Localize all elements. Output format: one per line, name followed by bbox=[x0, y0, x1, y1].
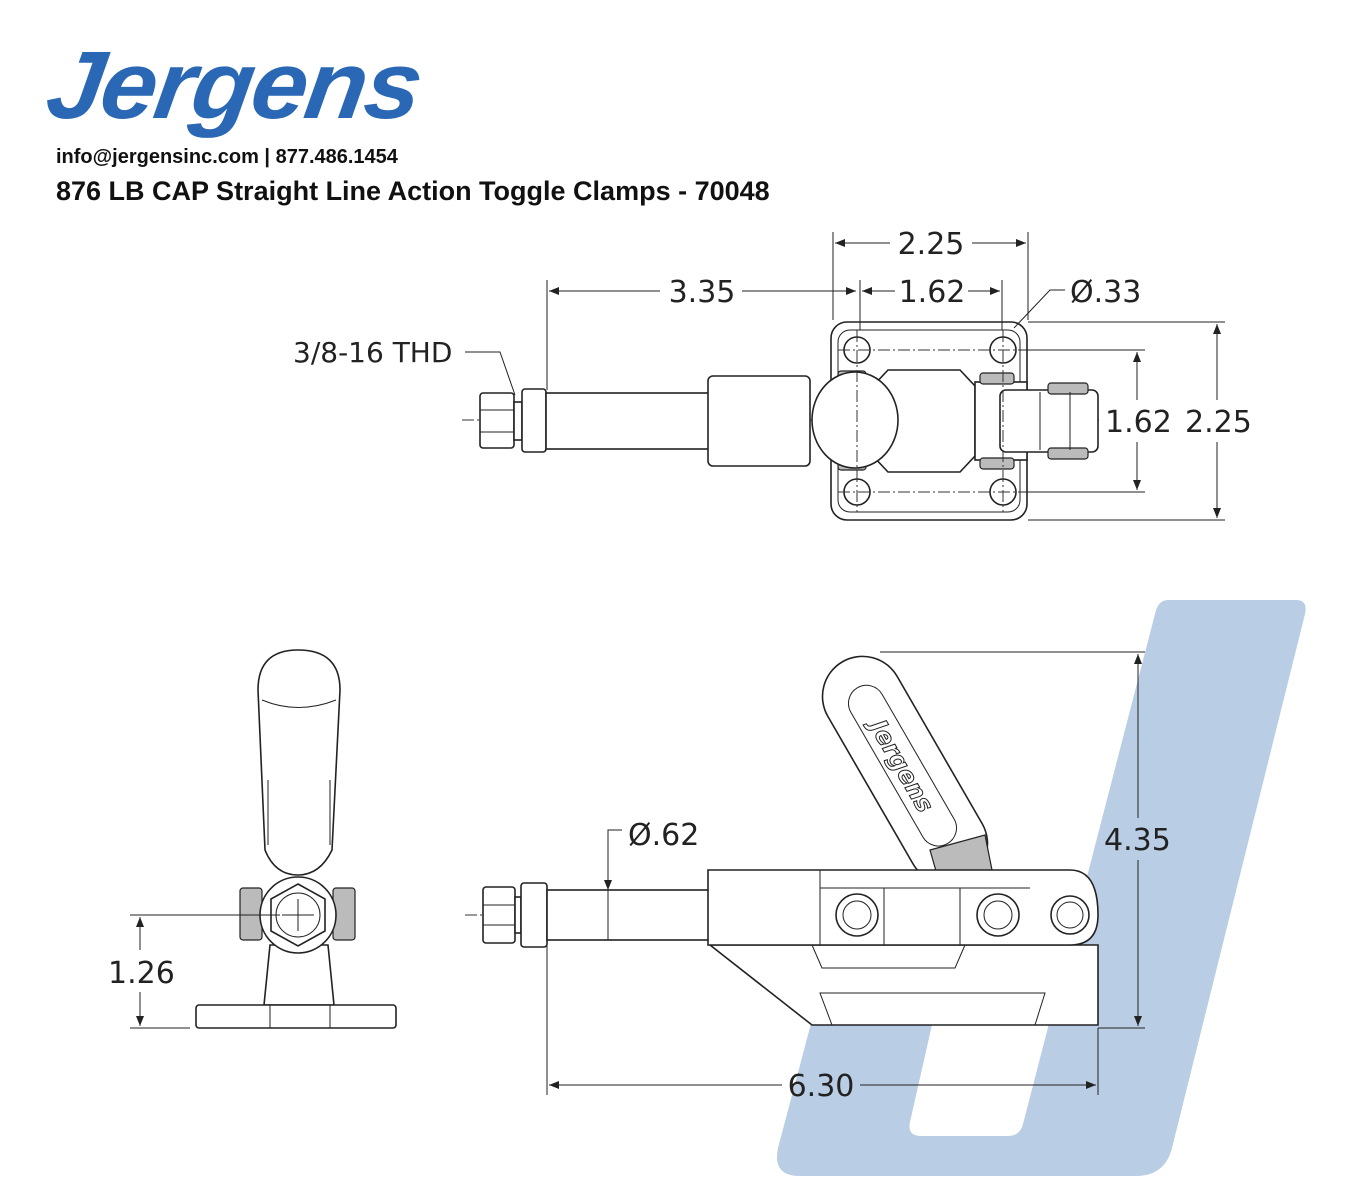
contact-info: info@jergensinc.com | 877.486.1454 bbox=[56, 146, 398, 168]
dim-base-depth: 2.25 bbox=[1185, 405, 1252, 440]
thread-callout: 3/8-16 THD bbox=[293, 336, 452, 369]
dim-reach: 3.35 bbox=[669, 275, 736, 310]
dim-hole-spacing-y: 1.62 bbox=[1105, 405, 1172, 440]
dim-plunger-diameter: Ø.62 bbox=[628, 818, 699, 853]
top-view: 2.25 3.35 1.62 Ø.33 3/8-16 THD 1.62 2.25 bbox=[293, 227, 1252, 521]
dim-hole-diameter: Ø.33 bbox=[1070, 275, 1141, 310]
dim-hole-spacing-x: 1.62 bbox=[899, 275, 966, 310]
front-view: Jergens Ø.62 4.35 6.30 bbox=[465, 651, 1171, 1104]
dim-length: 6.30 bbox=[788, 1069, 855, 1104]
watermark-j-shape bbox=[776, 600, 1306, 1176]
side-view: 1.26 bbox=[108, 649, 397, 1029]
dim-height: 4.35 bbox=[1104, 823, 1171, 858]
dim-center-height: 1.26 bbox=[108, 956, 175, 991]
dim-base-width: 2.25 bbox=[898, 227, 965, 262]
jergens-logo: Jergens bbox=[40, 32, 428, 139]
product-title: 876 LB CAP Straight Line Action Toggle C… bbox=[56, 176, 770, 206]
